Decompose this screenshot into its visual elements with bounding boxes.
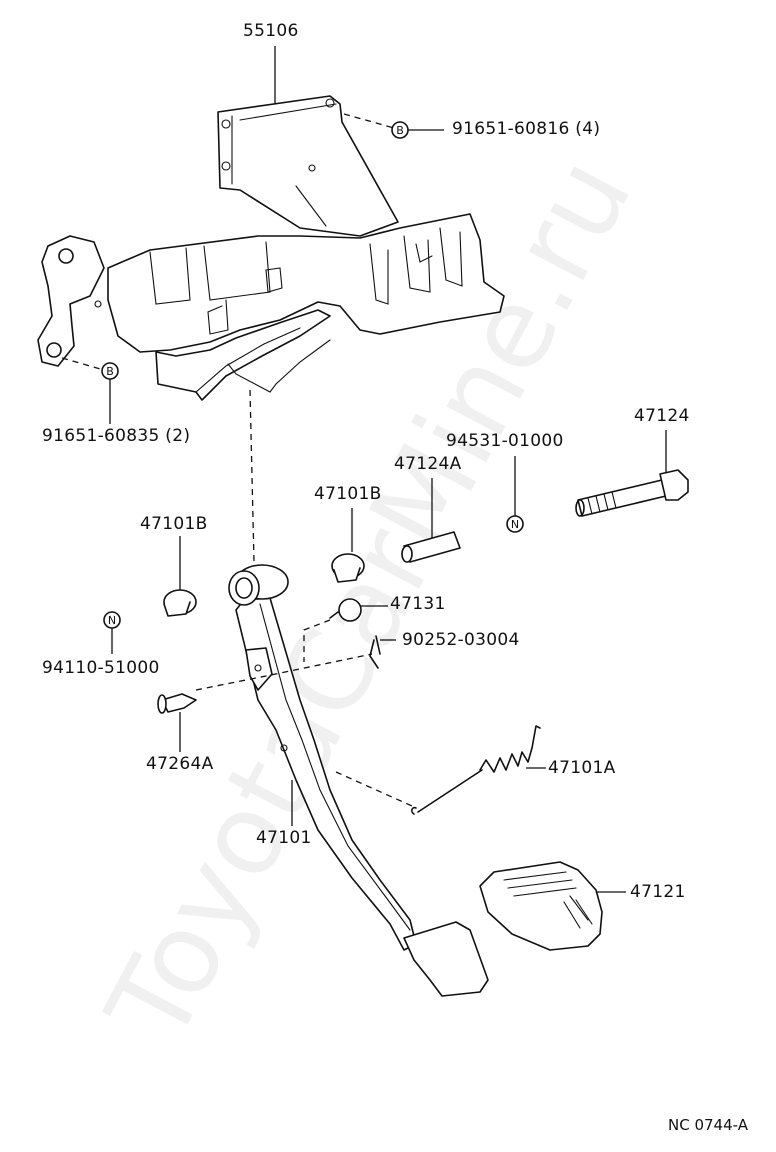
label-94531-01000: 94531-01000: [446, 431, 564, 451]
badge-bolt-upper: B: [391, 121, 444, 139]
label-94110-51000: 94110-51000: [42, 658, 160, 678]
assembly-lines: [61, 113, 413, 807]
label-47121: 47121: [630, 882, 686, 902]
clevis-pin: [157, 693, 197, 714]
badge-nut-left: N: [103, 611, 121, 654]
label-55106: 55106: [243, 21, 299, 41]
label-91651-60835: 91651-60835 (2): [42, 426, 191, 446]
label-90252-03004: 90252-03004: [402, 630, 520, 650]
return-spring: [411, 725, 541, 815]
bushing-left: [163, 589, 197, 617]
svg-text:B: B: [106, 365, 114, 378]
label-47101B-right: 47101B: [314, 484, 382, 504]
bushing-right: [331, 553, 365, 583]
leader-lines: [179, 46, 667, 893]
svg-text:N: N: [511, 518, 519, 531]
label-47131: 47131: [390, 594, 446, 614]
long-bolt: [575, 469, 689, 517]
label-47101A: 47101A: [548, 758, 616, 778]
label-47101B-left: 47101B: [140, 514, 208, 534]
label-47124A: 47124A: [394, 454, 462, 474]
diagram-code: NC 0744-A: [668, 1116, 748, 1134]
label-91651-60816: 91651-60816 (4): [452, 119, 601, 139]
collar: [401, 531, 461, 563]
svg-text:B: B: [396, 124, 404, 137]
clip: [369, 635, 381, 669]
label-47264A: 47264A: [146, 754, 214, 774]
svg-text:N: N: [108, 614, 116, 627]
pedal-pad: [479, 861, 603, 951]
label-47101: 47101: [256, 828, 312, 848]
pedal-bracket: [37, 95, 505, 401]
label-47124: 47124: [634, 406, 690, 426]
stopper: [329, 598, 362, 622]
badge-nut-right: N: [506, 456, 524, 533]
badge-bolt-lower: B: [101, 362, 119, 424]
pedal-arm: [228, 564, 489, 997]
